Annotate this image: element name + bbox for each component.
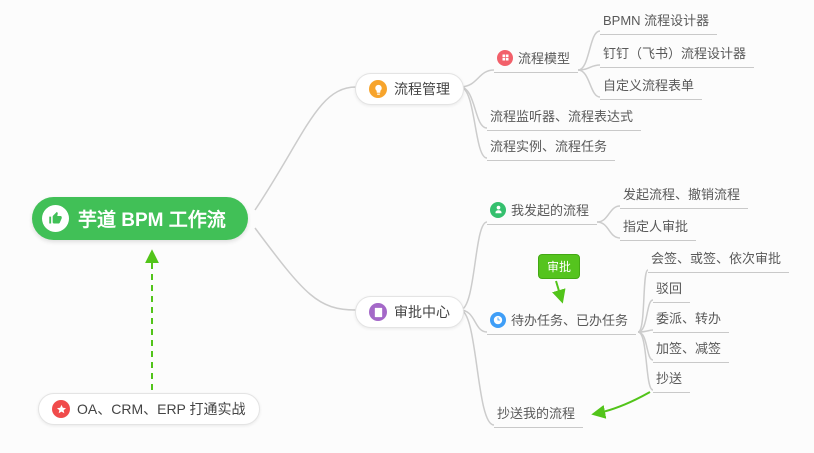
node-assignee-approval[interactable]: 指定人审批 — [620, 214, 697, 241]
gray-branch-curves — [254, 30, 654, 426]
node-cc-my-process[interactable]: 抄送我的流程 — [494, 401, 584, 428]
cc-to-ccmyprocess-arrow — [591, 391, 651, 419]
approval-badge[interactable]: 审批 — [538, 254, 581, 279]
root-label: 芋道 BPM 工作流 — [78, 210, 226, 231]
node-custom-form[interactable]: 自定义流程表单 — [600, 73, 703, 100]
lightbulb-icon — [369, 80, 387, 98]
user-icon — [490, 201, 506, 218]
root-node[interactable]: 芋道 BPM 工作流 — [32, 197, 248, 240]
node-reject[interactable]: 驳回 — [653, 276, 691, 303]
node-process-model[interactable]: 流程模型 — [494, 46, 579, 73]
node-dingtalk-designer[interactable]: 钉钉（飞书）流程设计器 — [600, 41, 755, 68]
node-label: 审批中心 — [394, 304, 450, 320]
node-oa-crm-erp-practice[interactable]: OA、CRM、ERP 打通实战 — [38, 393, 260, 425]
thumbs-up-icon — [42, 205, 69, 232]
node-delegate-transfer[interactable]: 委派、转办 — [653, 306, 730, 333]
node-my-initiated[interactable]: 我发起的流程 — [487, 198, 598, 225]
node-initiate-cancel[interactable]: 发起流程、撤销流程 — [620, 182, 749, 209]
star-icon — [52, 400, 70, 418]
node-listener-expression[interactable]: 流程监听器、流程表达式 — [487, 104, 642, 131]
node-instance-task[interactable]: 流程实例、流程任务 — [487, 134, 616, 161]
node-process-management[interactable]: 流程管理 — [355, 73, 464, 105]
document-list-icon — [369, 303, 387, 321]
node-approval-center[interactable]: 审批中心 — [355, 296, 464, 328]
node-cc[interactable]: 抄送 — [653, 366, 691, 393]
node-todo-done[interactable]: 待办任务、已办任务 — [487, 308, 637, 335]
node-add-reduce-sign[interactable]: 加签、减签 — [653, 336, 730, 363]
clock-icon — [490, 311, 506, 328]
node-label: 待办任务、已办任务 — [511, 313, 629, 328]
node-bpmn-designer[interactable]: BPMN 流程设计器 — [600, 8, 718, 35]
node-label: OA、CRM、ERP 打通实战 — [77, 401, 246, 417]
node-label: 我发起的流程 — [511, 203, 590, 218]
node-label: 流程管理 — [394, 81, 450, 97]
badge-to-todo-arrow — [552, 280, 566, 304]
node-countersign[interactable]: 会签、或签、依次审批 — [648, 246, 790, 273]
grid-model-icon — [497, 49, 513, 66]
node-label: 流程模型 — [518, 51, 571, 66]
